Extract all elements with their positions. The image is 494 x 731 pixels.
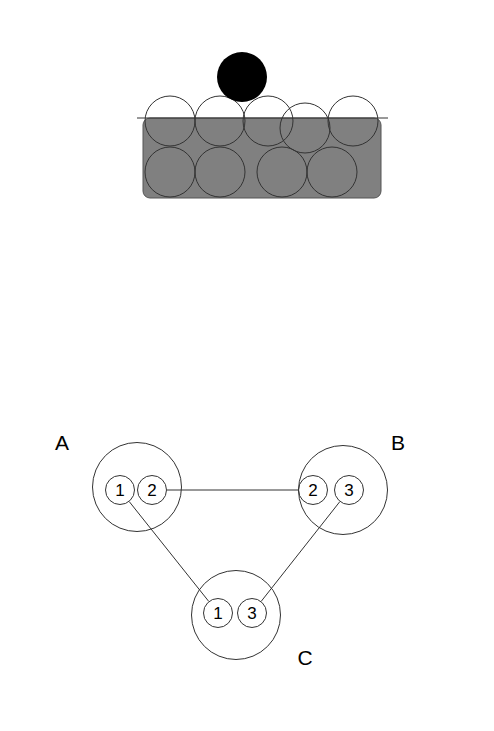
connector-line xyxy=(261,502,339,601)
ball xyxy=(243,96,293,146)
circle-number: 3 xyxy=(237,598,267,628)
circle-number: 2 xyxy=(137,475,167,505)
circle-outline xyxy=(138,476,167,505)
ball xyxy=(307,147,357,197)
group-circle: A12 xyxy=(92,442,182,532)
ball xyxy=(145,96,195,146)
connector-line xyxy=(167,490,298,491)
circle-outline xyxy=(191,570,281,660)
group-letter: A xyxy=(55,432,69,453)
circle-outline xyxy=(335,476,364,505)
circle-outline xyxy=(106,476,135,505)
item-circle: 1 xyxy=(203,598,233,628)
surface-balls xyxy=(145,96,378,153)
circle-number: 1 xyxy=(203,598,233,628)
group-letter: C xyxy=(297,647,312,668)
circle-number: 3 xyxy=(334,475,364,505)
item-circle: 3 xyxy=(334,475,364,505)
surface-line xyxy=(137,118,388,119)
item-circle: 1 xyxy=(105,475,135,505)
circle-outline xyxy=(299,446,388,535)
ball xyxy=(257,147,307,197)
item-circle: 2 xyxy=(298,475,328,505)
circle-outline xyxy=(204,599,233,628)
group-letter: B xyxy=(391,432,405,453)
ball xyxy=(195,96,245,146)
circle-number: 1 xyxy=(105,475,135,505)
connector-line xyxy=(129,502,208,602)
ball xyxy=(280,103,330,153)
item-circle: 2 xyxy=(137,475,167,505)
black-ball xyxy=(217,52,267,102)
ball xyxy=(328,96,378,146)
submerged-balls xyxy=(145,147,357,197)
circle-outline xyxy=(93,443,182,532)
circle-outline xyxy=(192,571,281,660)
group-circle: C13 xyxy=(191,570,281,660)
circle-outline xyxy=(299,476,328,505)
circle-number: 2 xyxy=(298,475,328,505)
item-circle: 3 xyxy=(237,598,267,628)
ball xyxy=(195,147,245,197)
container xyxy=(143,118,381,198)
circle-outline xyxy=(238,599,267,628)
group-circle: B23 xyxy=(298,445,388,535)
ball xyxy=(145,147,195,197)
